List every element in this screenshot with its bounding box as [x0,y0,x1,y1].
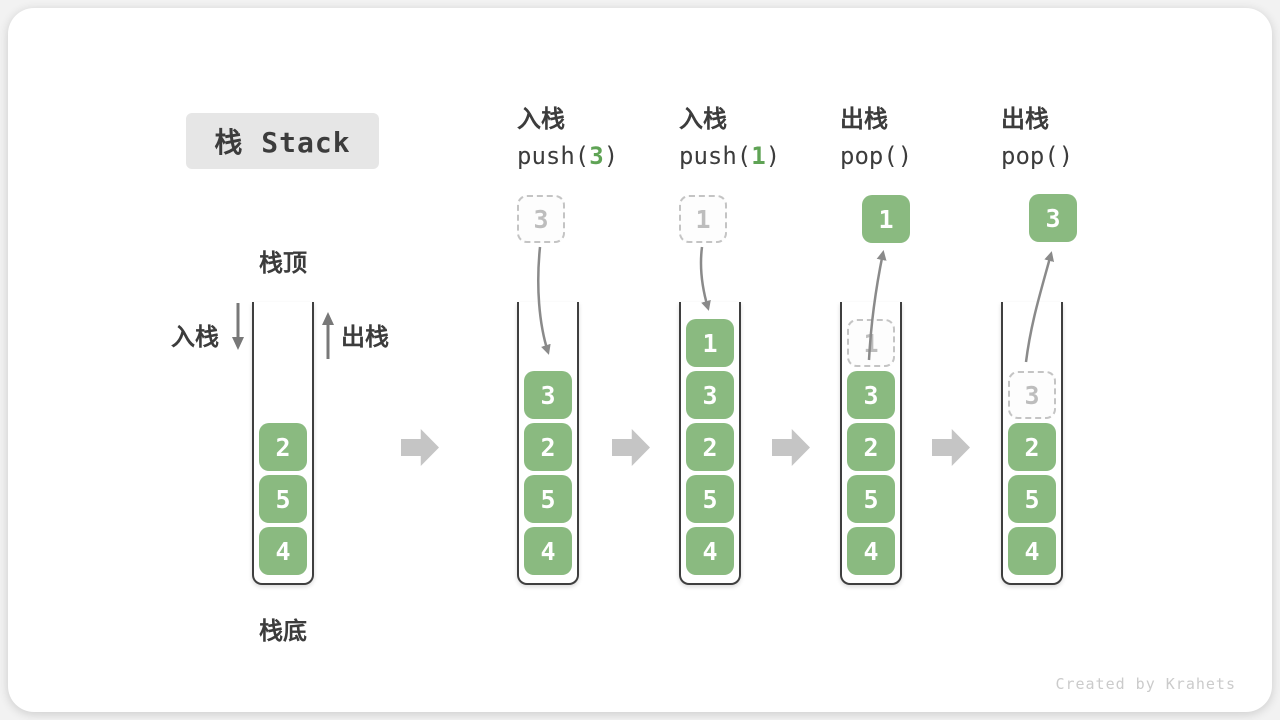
stack-cell: 4 [259,527,307,575]
stack-cell: 4 [686,527,734,575]
push-side-label: 入栈 [171,323,219,351]
stack-cell: 4 [847,527,895,575]
stack-container-pop-1: 1 3 2 5 4 [840,302,902,585]
stack-cell: 2 [524,423,572,471]
op-cn-label: 入栈 [517,105,565,133]
op-header-pop-3: 出栈 pop() [1001,105,1171,170]
stack-cell-ghost: 3 [1008,371,1056,419]
code-pre: push( [517,142,590,170]
code-post: ) [765,142,781,170]
stack-cell: 5 [524,475,572,523]
code-arg: 1 [751,142,766,170]
floating-cell-push-1: 1 [679,195,727,243]
stack-cell: 1 [686,319,734,367]
code-arg: 3 [589,142,604,170]
stack-cell: 5 [259,475,307,523]
code-post: ) [1058,142,1074,170]
stack-cell: 2 [1008,423,1056,471]
op-header-push-1: 入栈 push(1) [679,105,849,170]
op-code-label: pop() [1001,142,1171,170]
floating-cell-pop-1: 1 [862,195,910,243]
op-header-push-3: 入栈 push(3) [517,105,687,170]
op-cn-label: 出栈 [1001,105,1049,133]
code-pre: push( [679,142,752,170]
stack-cell: 3 [686,371,734,419]
op-code-label: push(3) [517,142,687,170]
stack-cell: 2 [847,423,895,471]
floating-cell-push-3: 3 [517,195,565,243]
stack-cell: 3 [524,371,572,419]
op-code-label: pop() [840,142,1010,170]
stack-cell: 2 [686,423,734,471]
stack-cell: 2 [259,423,307,471]
stack-cell: 5 [847,475,895,523]
stack-cell-ghost: 1 [847,319,895,367]
stack-container-pop-3: 3 2 5 4 [1001,302,1063,585]
stack-cell: 5 [686,475,734,523]
op-cn-label: 出栈 [840,105,888,133]
stack-cell: 4 [524,527,572,575]
pop-side-label: 出栈 [341,323,389,351]
op-code-label: push(1) [679,142,849,170]
title-text: 栈 Stack [214,126,351,159]
stack-top-label: 栈顶 [259,249,307,277]
stack-cell: 5 [1008,475,1056,523]
stack-bottom-label: 栈底 [259,617,307,645]
stack-container-initial: 2 5 4 [252,302,314,585]
credit-text: Created by Krahets [1055,675,1236,693]
floating-cell-pop-3: 3 [1029,194,1077,242]
op-header-pop-1: 出栈 pop() [840,105,1010,170]
title-badge: 栈 Stack [186,113,379,169]
op-cn-label: 入栈 [679,105,727,133]
code-post: ) [897,142,913,170]
code-post: ) [603,142,619,170]
code-pre: pop( [840,142,898,170]
code-pre: pop( [1001,142,1059,170]
stack-cell: 3 [847,371,895,419]
stack-container-push-3: 3 2 5 4 [517,302,579,585]
stack-cell: 4 [1008,527,1056,575]
stack-container-push-1: 1 3 2 5 4 [679,302,741,585]
